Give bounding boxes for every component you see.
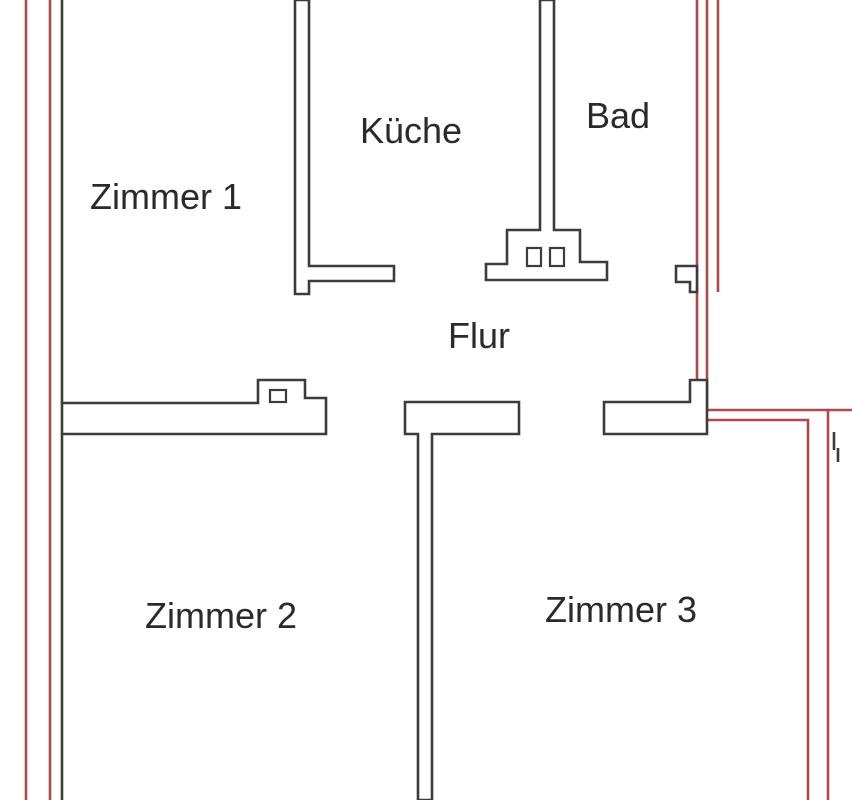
chimney-flues <box>268 246 566 404</box>
label-zimmer-2: Zimmer 2 <box>145 595 297 636</box>
label-kueche: Küche <box>360 110 462 151</box>
label-bad: Bad <box>586 95 650 136</box>
label-zimmer-1: Zimmer 1 <box>90 176 242 217</box>
edge-marks <box>832 432 840 462</box>
room-labels: Zimmer 1 Küche Bad Flur Zimmer 2 Zimmer … <box>90 95 697 636</box>
interior-walls <box>60 0 709 800</box>
label-zimmer-3: Zimmer 3 <box>545 589 697 630</box>
label-flur: Flur <box>448 315 510 356</box>
